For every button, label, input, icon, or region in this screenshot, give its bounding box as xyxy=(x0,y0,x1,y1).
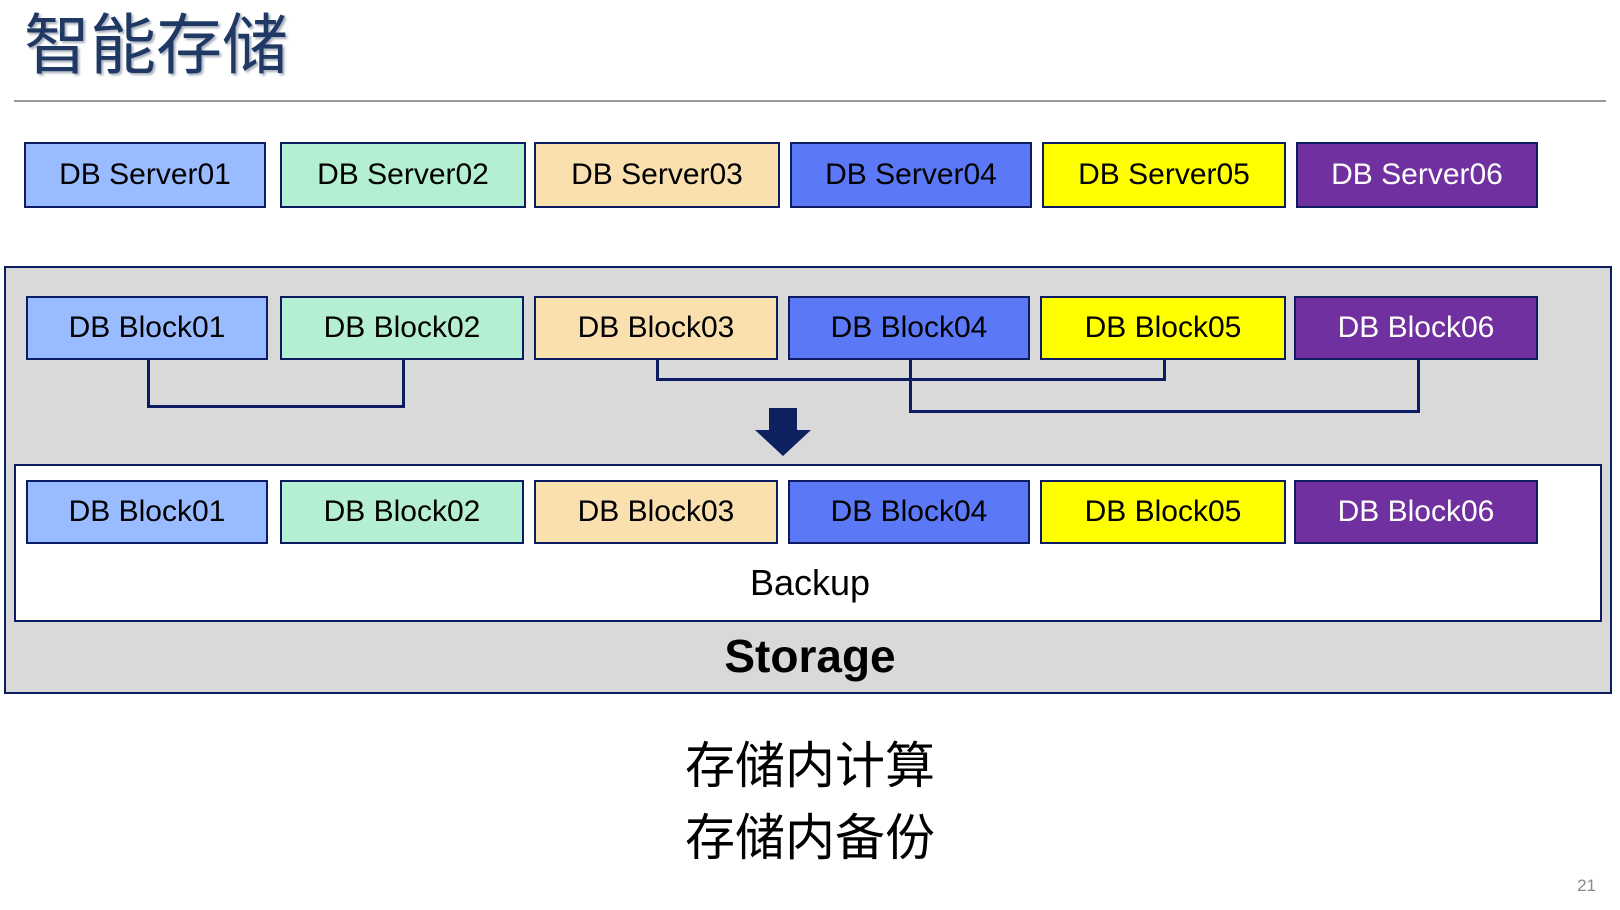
block04-to-block06-right-stem xyxy=(1417,360,1420,410)
db-block-primary-label: DB Block05 xyxy=(1084,311,1242,344)
db-block-primary-label: DB Block06 xyxy=(1337,311,1495,344)
storage-label: Storage xyxy=(724,630,896,682)
footer-line-2: 存储内备份 xyxy=(685,810,935,866)
down-arrow-icon xyxy=(755,408,811,456)
block01-to-block02-left-stem xyxy=(147,360,150,405)
db-block-primary-label: DB Block04 xyxy=(830,311,988,344)
block04-to-block06-crossbar xyxy=(909,410,1420,413)
db-block-primary-2[interactable]: DB Block02 xyxy=(280,296,524,360)
db-block-backup-5[interactable]: DB Block05 xyxy=(1040,480,1286,544)
db-block-primary-6[interactable]: DB Block06 xyxy=(1294,296,1538,360)
db-block-backup-6[interactable]: DB Block06 xyxy=(1294,480,1538,544)
db-block-backup-2[interactable]: DB Block02 xyxy=(280,480,524,544)
db-block-backup-1[interactable]: DB Block01 xyxy=(26,480,268,544)
db-block-primary-1[interactable]: DB Block01 xyxy=(26,296,268,360)
db-server-5[interactable]: DB Server05 xyxy=(1042,142,1286,208)
db-server-label: DB Server02 xyxy=(317,158,489,191)
block03-to-block05-left-stem xyxy=(656,360,659,378)
db-block-primary-label: DB Block02 xyxy=(323,311,481,344)
db-block-backup-label: DB Block05 xyxy=(1084,495,1242,528)
db-server-label: DB Server05 xyxy=(1078,158,1250,191)
db-block-backup-label: DB Block06 xyxy=(1337,495,1495,528)
db-server-2[interactable]: DB Server02 xyxy=(280,142,526,208)
db-server-4[interactable]: DB Server04 xyxy=(790,142,1032,208)
db-server-label: DB Server04 xyxy=(825,158,997,191)
db-block-primary-label: DB Block03 xyxy=(577,311,735,344)
backup-label: Backup xyxy=(749,562,871,603)
db-server-label: DB Server06 xyxy=(1331,158,1503,191)
block04-to-block06-left-stem xyxy=(909,360,912,410)
db-server-label: DB Server01 xyxy=(59,158,231,191)
db-server-label: DB Server03 xyxy=(571,158,743,191)
db-block-backup-4[interactable]: DB Block04 xyxy=(788,480,1030,544)
arrow-shaft xyxy=(769,408,797,432)
db-block-backup-label: DB Block01 xyxy=(68,495,226,528)
db-server-3[interactable]: DB Server03 xyxy=(534,142,780,208)
block01-to-block02-crossbar xyxy=(147,405,405,408)
arrow-head xyxy=(755,430,811,456)
page-number: 21 xyxy=(1577,876,1596,895)
block01-to-block02-right-stem xyxy=(402,360,405,405)
db-server-1[interactable]: DB Server01 xyxy=(24,142,266,208)
db-block-backup-label: DB Block04 xyxy=(830,495,988,528)
db-block-primary-3[interactable]: DB Block03 xyxy=(534,296,778,360)
db-server-6[interactable]: DB Server06 xyxy=(1296,142,1538,208)
db-block-backup-3[interactable]: DB Block03 xyxy=(534,480,778,544)
db-block-primary-label: DB Block01 xyxy=(68,311,226,344)
footer-note: 存储内计算存储内备份 xyxy=(0,730,1620,874)
db-block-backup-label: DB Block02 xyxy=(323,495,481,528)
title-divider xyxy=(14,100,1606,102)
db-block-primary-4[interactable]: DB Block04 xyxy=(788,296,1030,360)
block03-to-block05-right-stem xyxy=(1163,360,1166,378)
page-title: 智能存储 xyxy=(24,8,288,82)
db-block-backup-label: DB Block03 xyxy=(577,495,735,528)
footer-line-1: 存储内计算 xyxy=(685,738,935,794)
db-block-primary-5[interactable]: DB Block05 xyxy=(1040,296,1286,360)
